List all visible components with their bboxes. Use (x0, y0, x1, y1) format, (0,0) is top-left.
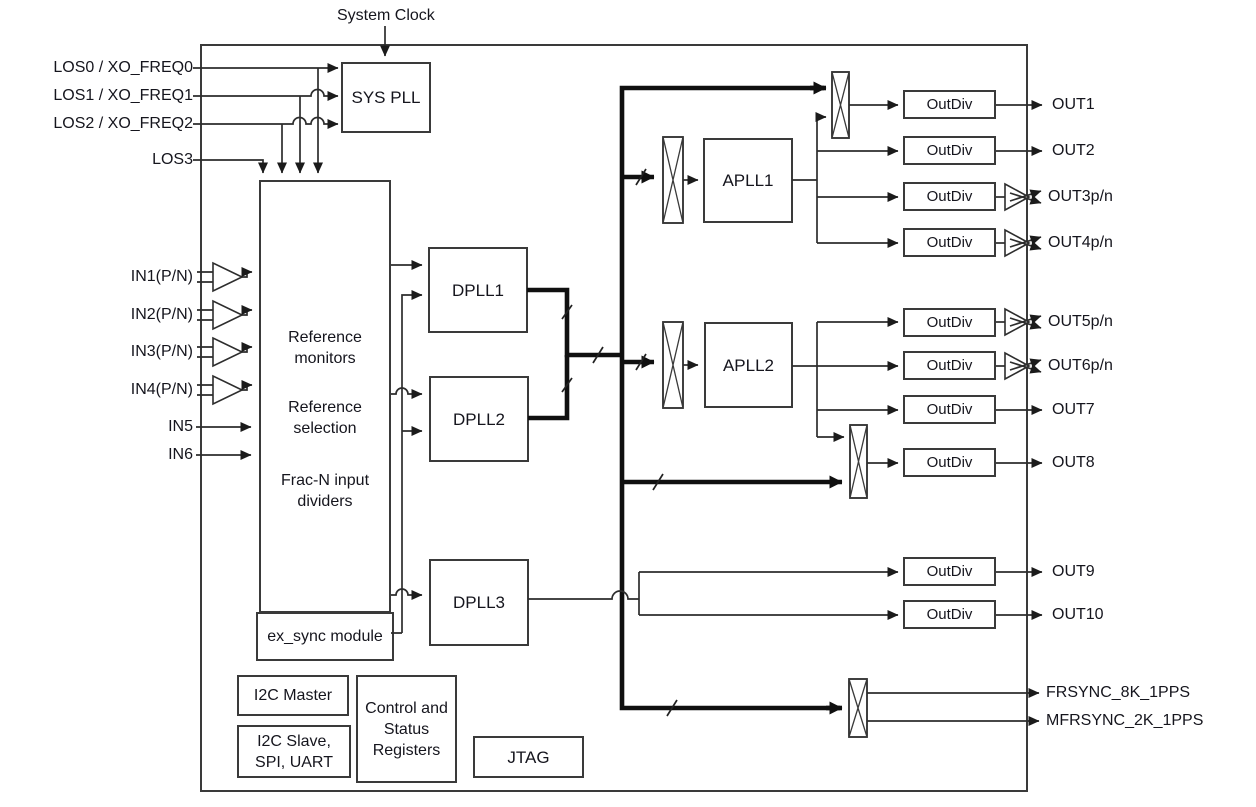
outdiv-block-out6: OutDiv (903, 351, 996, 380)
in1-label: IN1(P/N) (130, 268, 193, 285)
apll2-block: APLL2 (704, 322, 793, 408)
in5-label: IN5 (168, 418, 193, 435)
sys-pll-block: SYS PLL (341, 62, 431, 133)
out6-label: OUT6p/n (1048, 357, 1113, 374)
out10-label: OUT10 (1052, 606, 1104, 623)
jtag-block: JTAG (473, 736, 584, 778)
reference-selection-label: Reference selection (288, 399, 362, 437)
mfrsync-label: MFRSYNC_2K_1PPS (1046, 712, 1204, 729)
los2-label: LOS2 / XO_FREQ2 (53, 115, 193, 132)
i2c-slave-spi-uart-block: I2C Slave, SPI, UART (237, 725, 351, 778)
in3-label: IN3(P/N) (130, 343, 193, 360)
apll1-block: APLL1 (703, 138, 793, 223)
los3-label: LOS3 (152, 151, 193, 168)
in2-label: IN2(P/N) (130, 306, 193, 323)
dpll1-block: DPLL1 (428, 247, 528, 333)
outdiv-block-out3: OutDiv (903, 182, 996, 211)
i2c-master-block: I2C Master (237, 675, 349, 716)
out1-label: OUT1 (1052, 96, 1095, 113)
outdiv-block-out10: OutDiv (903, 600, 996, 629)
out5-label: OUT5p/n (1048, 313, 1113, 330)
outdiv-block-out7: OutDiv (903, 395, 996, 424)
in4-label: IN4(P/N) (130, 381, 193, 398)
out7-label: OUT7 (1052, 401, 1095, 418)
in6-label: IN6 (168, 446, 193, 463)
dpll3-block: DPLL3 (429, 559, 529, 646)
frac-n-dividers-label: Frac-N input dividers (280, 472, 370, 510)
out4-label: OUT4p/n (1048, 234, 1113, 251)
chip-boundary (200, 44, 1028, 792)
outdiv-block-out4: OutDiv (903, 228, 996, 257)
out2-label: OUT2 (1052, 142, 1095, 159)
los1-label: LOS1 / XO_FREQ1 (53, 87, 193, 104)
frsync-label: FRSYNC_8K_1PPS (1046, 684, 1191, 701)
outdiv-block-out2: OutDiv (903, 136, 996, 165)
reference-monitors-label: Reference monitors (288, 329, 362, 367)
dpll2-block: DPLL2 (429, 376, 529, 462)
ex-sync-block: ex_sync module (256, 612, 394, 661)
out9-label: OUT9 (1052, 563, 1095, 580)
los0-label: LOS0 / XO_FREQ0 (53, 59, 193, 76)
outdiv-block-out9: OutDiv (903, 557, 996, 586)
out8-label: OUT8 (1052, 454, 1095, 471)
outdiv-block-out8: OutDiv (903, 448, 996, 477)
out3-label: OUT3p/n (1048, 188, 1113, 205)
outdiv-block-out5: OutDiv (903, 308, 996, 337)
control-status-registers-block: Control and Status Registers (356, 675, 457, 783)
system-clock-label: System Clock (337, 7, 435, 24)
outdiv-block-out1: OutDiv (903, 90, 996, 119)
